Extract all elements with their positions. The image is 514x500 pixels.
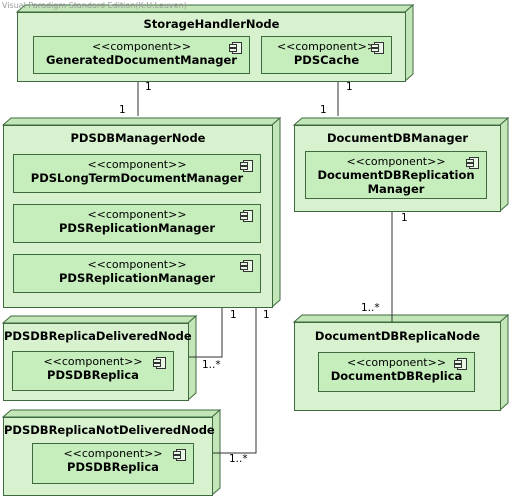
node-title: DocumentDBManager <box>326 131 469 145</box>
component-name-line2: Manager <box>367 182 425 196</box>
storage-handler-node[interactable]: StorageHandlerNode <<component>> Generat… <box>17 12 406 82</box>
component-name: GeneratedDocumentManager <box>46 53 237 67</box>
document-db-replication-manager-component[interactable]: <<component>> DocumentDBReplication Mana… <box>305 151 487 199</box>
pds-long-term-document-manager-component[interactable]: <<component>> PDSLongTermDocumentManager <box>13 154 261 193</box>
multiplicity-label: 1 <box>401 212 408 224</box>
stereotype: <<component>> <box>276 40 377 53</box>
stereotype: <<component>> <box>346 155 446 168</box>
pdsdb-manager-node[interactable]: PDSDBManagerNode <<component>> PDSLongTe… <box>3 125 273 308</box>
replica-not-delivered-node-top-face <box>1 409 222 418</box>
connector-pdsdb-to-delivered <box>188 307 223 358</box>
pdsdb-manager-node-top-face <box>1 117 282 126</box>
component-icon <box>173 449 186 461</box>
component-icon <box>454 358 467 370</box>
pds-replication-manager-component[interactable]: <<component>> PDSReplicationManager <box>13 254 261 293</box>
component-icon <box>153 357 166 369</box>
component-icon <box>371 42 384 54</box>
multiplicity-label: 1 <box>230 309 237 321</box>
component-name: PDSReplicationManager <box>59 221 215 235</box>
pdsdb-replica-component[interactable]: <<component>> PDSDBReplica <box>32 443 194 484</box>
component-name: PDSDBReplica <box>67 460 159 474</box>
multiplicity-label: 1 <box>320 104 327 116</box>
stereotype: <<component>> <box>91 40 192 53</box>
stereotype: <<component>> <box>43 355 143 368</box>
component-icon <box>466 157 479 169</box>
stereotype: <<component>> <box>87 208 187 221</box>
multiplicity-label: 1 <box>263 309 270 321</box>
stereotype: <<component>> <box>346 356 447 369</box>
document-db-replica-node[interactable]: DocumentDBReplicaNode <<component>> Docu… <box>294 322 501 411</box>
component-name: PDSDBReplica <box>47 368 139 382</box>
node-title: DocumentDBReplicaNode <box>314 329 481 343</box>
replica-delivered-node-top-face <box>1 315 198 324</box>
multiplicity-label: 1 <box>145 81 152 93</box>
document-db-manager-node[interactable]: DocumentDBManager <<component>> Document… <box>294 125 501 212</box>
multiplicity-label: 1 <box>119 104 126 116</box>
document-db-manager-top-face <box>292 117 510 126</box>
stereotype: <<component>> <box>87 258 187 271</box>
pds-cache-component[interactable]: <<component>> PDSCache <box>261 36 392 74</box>
watermark: Visual Paradigm Standard Edition(K.U.Leu… <box>2 1 187 10</box>
multiplicity-label: 1..* <box>229 453 248 465</box>
pds-replication-manager-component[interactable]: <<component>> PDSReplicationManager <box>13 204 261 243</box>
component-name: PDSLongTermDocumentManager <box>30 171 244 185</box>
document-db-replica-node-side-face <box>499 313 509 412</box>
stereotype: <<component>> <box>87 158 187 171</box>
node-title: StorageHandlerNode <box>143 17 280 31</box>
component-name: DocumentDBReplica <box>330 369 463 383</box>
component-name: PDSCache <box>293 53 360 67</box>
document-db-replica-node-top-face <box>292 314 510 323</box>
node-title: PDSDBReplicaDeliveredNode <box>4 329 192 343</box>
component-icon <box>240 160 253 172</box>
component-icon <box>240 210 253 222</box>
generated-document-manager-component[interactable]: <<component>> GeneratedDocumentManager <box>33 36 250 74</box>
connector-pdsdb-to-notdelivered <box>212 307 257 454</box>
multiplicity-label: 1 <box>346 81 353 93</box>
node-title: PDSDBReplicaNotDeliveredNode <box>4 423 215 437</box>
pdsdb-replica-component[interactable]: <<component>> PDSDBReplica <box>12 351 174 391</box>
pdsdb-manager-node-side-face <box>271 116 281 309</box>
storage-handler-node-side-face <box>404 3 414 83</box>
replica-not-delivered-node[interactable]: PDSDBReplicaNotDeliveredNode <<component… <box>3 417 215 496</box>
node-title: PDSDBManagerNode <box>70 131 206 145</box>
component-icon <box>240 260 253 272</box>
replica-delivered-node[interactable]: PDSDBReplicaDeliveredNode <<component>> … <box>3 323 192 401</box>
document-db-replica-component[interactable]: <<component>> DocumentDBReplica <box>318 352 475 392</box>
document-db-manager-side-face <box>499 116 509 213</box>
component-name-line1: DocumentDBReplication <box>317 168 475 182</box>
multiplicity-label: 1..* <box>202 359 221 371</box>
component-icon <box>229 42 242 54</box>
component-name: PDSReplicationManager <box>59 271 215 285</box>
multiplicity-label: 1..* <box>361 302 380 314</box>
stereotype: <<component>> <box>63 447 163 460</box>
